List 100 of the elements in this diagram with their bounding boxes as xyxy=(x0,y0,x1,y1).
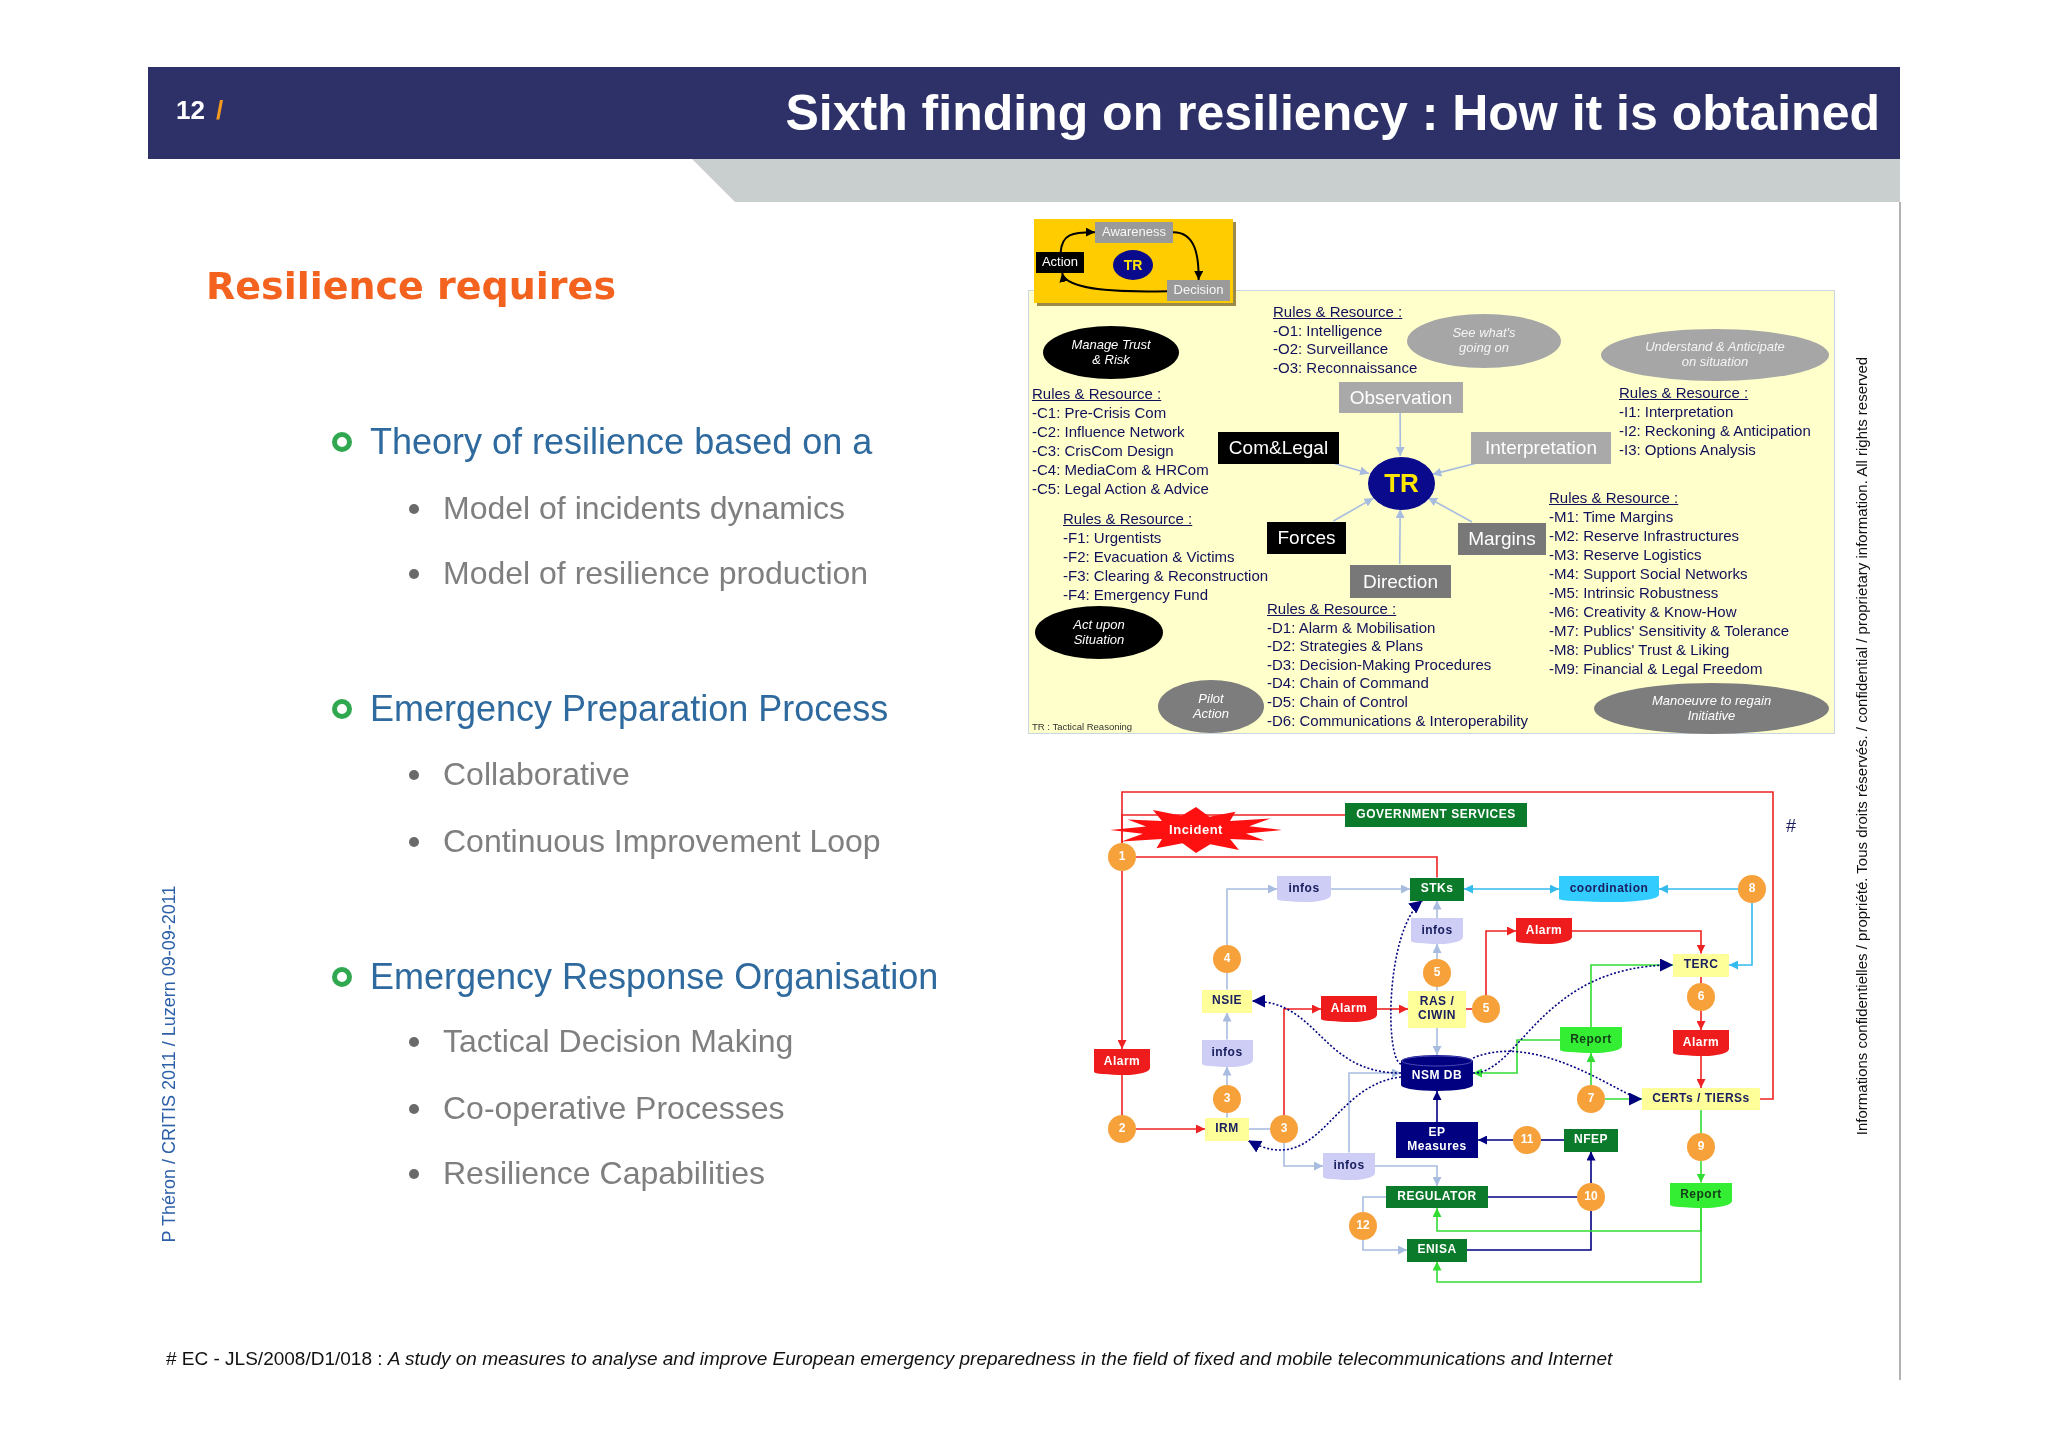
node-label: See what's going on xyxy=(1451,326,1517,356)
process-box xyxy=(1408,990,1466,1028)
list-item: -C1: Pre-Crisis Com xyxy=(1032,404,1167,423)
node-label: Understand & Anticipate on situation xyxy=(1644,340,1786,370)
list-item: -O2: Surveillance xyxy=(1273,340,1389,359)
bullet-text: Emergency Response Organisation xyxy=(370,955,939,999)
dotted-arrow xyxy=(1390,899,1424,1065)
list-heading: Rules & Resource : xyxy=(1032,385,1162,404)
footnote-mark: # xyxy=(1786,816,1796,838)
arrow xyxy=(1477,1135,1514,1145)
step-circle xyxy=(1577,1085,1605,1113)
arrow xyxy=(1485,926,1517,996)
document-box xyxy=(1323,1152,1375,1180)
node-label: Report xyxy=(1570,1033,1612,1047)
step-circle xyxy=(1513,1126,1541,1154)
node-label: NSIE xyxy=(1212,994,1242,1008)
author-note: P Théron / CRITIS 2011 / Luzern 09-09-2011 xyxy=(159,885,181,1243)
node-label: IRM xyxy=(1215,1122,1239,1136)
list-item: -M6: Creativity & Know-How xyxy=(1549,603,1737,622)
list-item: -I3: Options Analysis xyxy=(1619,441,1756,460)
arrow xyxy=(1432,1206,1702,1283)
step-circle xyxy=(1738,875,1766,903)
node-label: EP Measures xyxy=(1406,1126,1468,1154)
node-label: Alarm xyxy=(1103,1055,1141,1069)
arrow xyxy=(1395,508,1405,565)
list-heading: Rules & Resource : xyxy=(1273,303,1403,322)
node-label: 11 xyxy=(1520,1133,1534,1147)
process-box xyxy=(1642,1088,1760,1110)
process-box xyxy=(1386,1186,1488,1208)
arrow xyxy=(1696,1010,1706,1031)
list-item: -I2: Reckoning & Anticipation xyxy=(1619,422,1811,441)
document-box xyxy=(1411,918,1463,944)
node-label: 8 xyxy=(1748,882,1756,896)
step-circle xyxy=(1349,1212,1377,1240)
list-item: -C3: CrisCom Design xyxy=(1032,442,1174,461)
arrow xyxy=(1222,1011,1232,1041)
list-item: -F4: Emergency Fund xyxy=(1063,586,1209,605)
node-label: Direction xyxy=(1363,570,1438,593)
node-label: 10 xyxy=(1584,1190,1598,1204)
connector-line xyxy=(1248,1128,1271,1130)
step-circle xyxy=(1108,1115,1136,1143)
list-item: -F2: Evacuation & Victims xyxy=(1063,548,1235,567)
document-box xyxy=(1201,1039,1253,1067)
node-label: infos xyxy=(1288,882,1320,896)
step-circle xyxy=(1687,983,1715,1011)
arrow xyxy=(1696,1055,1706,1089)
list-heading: Rules & Resource : xyxy=(1267,600,1397,619)
sub-bullet-text: Collaborative xyxy=(443,755,630,794)
connector-line xyxy=(1700,975,1702,984)
arrow xyxy=(1658,884,1739,894)
document-box xyxy=(1321,996,1377,1022)
arrow xyxy=(1226,884,1278,946)
node-label: coordination xyxy=(1569,882,1649,896)
arrow xyxy=(1061,272,1168,293)
document-box xyxy=(1094,1049,1150,1075)
arrow xyxy=(1330,884,1411,894)
arrow xyxy=(1135,1124,1206,1134)
connector-line xyxy=(1436,986,1438,992)
list-item: -I1: Interpretation xyxy=(1619,403,1734,422)
arrow xyxy=(1696,1160,1706,1184)
arrow xyxy=(1571,930,1706,955)
node-label: ENISA xyxy=(1417,1243,1457,1257)
node-label: Awareness xyxy=(1101,225,1167,240)
arrow xyxy=(1432,943,1442,960)
node-label: 3 xyxy=(1223,1092,1231,1106)
node-label: Report xyxy=(1680,1188,1722,1202)
arrow xyxy=(1117,870,1127,1050)
node-label: infos xyxy=(1211,1046,1243,1060)
list-item: -D3: Decision-Making Procedures xyxy=(1267,655,1492,675)
node-label: Pilot Action xyxy=(1191,691,1231,722)
page-slash: / xyxy=(216,95,224,127)
stage-box xyxy=(1095,222,1173,243)
node-label: Com&Legal xyxy=(1228,437,1329,459)
step-circle xyxy=(1108,843,1136,871)
sub-bullet-text: Model of incidents dynamics xyxy=(443,489,845,528)
process-box xyxy=(1410,877,1464,901)
list-item: -D4: Chain of Command xyxy=(1267,674,1429,694)
step-circle xyxy=(1213,945,1241,973)
step-circle xyxy=(1687,1133,1715,1161)
list-item: -C4: MediaCom & HRCom xyxy=(1032,461,1209,480)
confidentiality-note: Informations confidentielles / propriété. Tous droits réservés. / confidential / proprietary information. All rights reserved xyxy=(1853,356,1871,1136)
arrow xyxy=(1348,1068,1402,1154)
node-label: 4 xyxy=(1223,952,1231,966)
list-item: -D6: Communications & Interoperability xyxy=(1267,711,1528,731)
arrow xyxy=(1432,1090,1442,1123)
connector-line xyxy=(1465,1008,1473,1010)
connector-line xyxy=(1135,856,1438,879)
list-item: -M2: Reserve Infrastructures xyxy=(1549,527,1740,546)
connector-line xyxy=(1700,1109,1702,1134)
arrow xyxy=(1374,1165,1442,1187)
arrow xyxy=(1283,1142,1324,1171)
node-label: Forces xyxy=(1277,527,1336,549)
function-box xyxy=(1458,523,1546,555)
node-label: 6 xyxy=(1697,990,1705,1004)
node-label: Manoeuvre to regain Initiative xyxy=(1650,693,1773,724)
process-box xyxy=(1673,953,1729,977)
node-label: Decision xyxy=(1173,283,1224,298)
loop-panel xyxy=(1034,219,1233,303)
arrow xyxy=(1586,1052,1596,1086)
arrow xyxy=(1395,411,1405,457)
